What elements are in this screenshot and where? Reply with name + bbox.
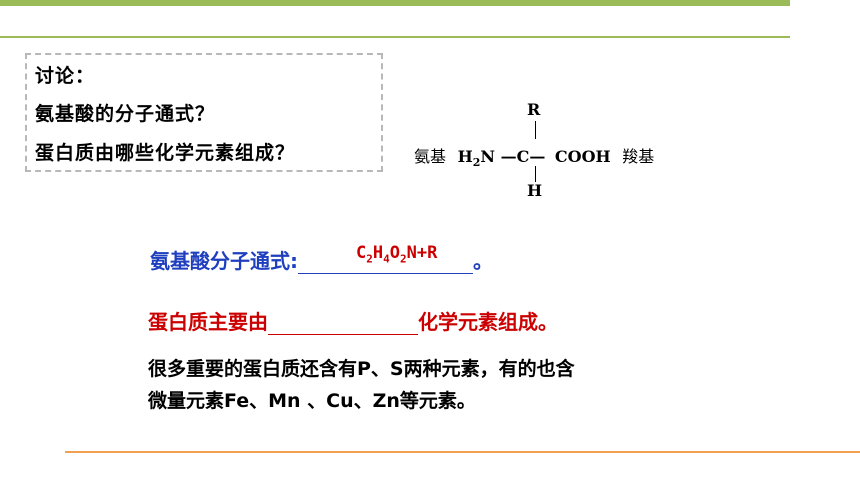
- elements-prefix: 蛋白质主要由: [148, 310, 268, 334]
- elements-suffix: 化学元素组成。: [418, 310, 558, 334]
- formula-answer: C2H4O2N+R: [356, 243, 437, 265]
- discussion-question-1: 氨基酸的分子通式？: [35, 103, 216, 125]
- formula-label: 氨基酸分子通式:: [150, 249, 298, 273]
- carboxyl-group-label: 羧基: [622, 147, 655, 166]
- structure-main-row: 氨基 H2N —C— COOH 羧基: [414, 143, 654, 169]
- discussion-box: 讨论： 氨基酸的分子通式？ 蛋白质由哪些化学元素组成？: [25, 53, 383, 172]
- discussion-heading: 讨论：: [35, 65, 96, 87]
- r-group: R: [527, 100, 541, 119]
- alpha-carbon: C: [516, 147, 530, 166]
- discussion-question-2: 蛋白质由哪些化学元素组成？: [35, 142, 296, 164]
- carboxyl-group: COOH: [554, 147, 611, 166]
- top-divider-line: [0, 36, 790, 38]
- top-accent-bar: [0, 0, 790, 6]
- h-group: H: [527, 181, 543, 200]
- formula-blank: [298, 249, 473, 274]
- elements-prompt: 蛋白质主要由 化学元素组成。: [148, 306, 558, 335]
- answer-c: C: [356, 243, 367, 263]
- amino-group-h: H: [457, 147, 473, 166]
- bond-left: —: [500, 147, 517, 166]
- amino-group-subscript: 2: [472, 156, 481, 170]
- elements-blank: [268, 310, 418, 335]
- answer-h-sub: 4: [383, 252, 390, 266]
- bottom-divider-line: [65, 451, 860, 453]
- bond-top: [535, 121, 536, 139]
- bond-right: —: [529, 147, 546, 166]
- amino-group-n: N: [480, 147, 495, 166]
- amino-group-label: 氨基: [414, 147, 447, 166]
- note-line-2: 微量元素Fe、Mn 、Cu、Zn等元素。: [148, 390, 476, 412]
- note-line-1: 很多重要的蛋白质还含有P、S两种元素，有的也含: [148, 358, 575, 380]
- formula-prompt: 氨基酸分子通式: 。: [150, 245, 493, 274]
- answer-o-sub: 2: [400, 252, 407, 266]
- answer-h: H: [372, 243, 384, 263]
- bond-bottom: [535, 166, 536, 182]
- answer-c-sub: 2: [366, 252, 373, 266]
- formula-end-mark: 。: [473, 249, 493, 273]
- answer-rest: N+R: [406, 243, 438, 263]
- answer-o: O: [389, 243, 400, 263]
